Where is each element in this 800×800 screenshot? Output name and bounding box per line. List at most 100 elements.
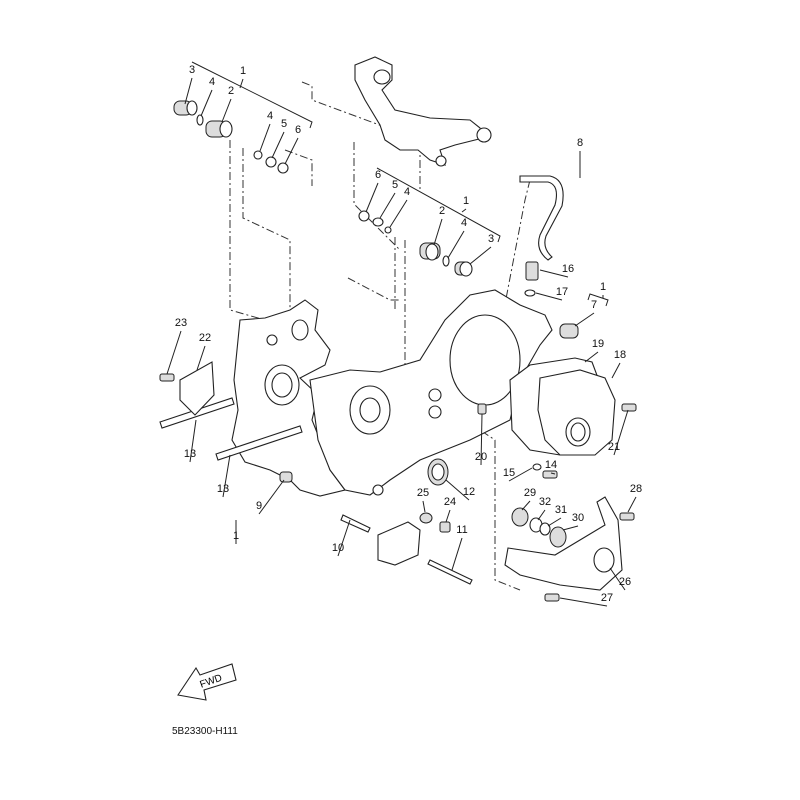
- engine-bracket: [354, 56, 492, 167]
- callout-leader: [539, 269, 569, 278]
- pump-and-bolts: [340, 512, 473, 585]
- callout-6: 6: [375, 169, 381, 181]
- drawing-code: 5B23300-H111: [172, 726, 238, 737]
- callout-13: 13: [217, 483, 229, 495]
- fwd-arrow-icon: FWD: [177, 663, 237, 701]
- callout-4: 4: [209, 76, 215, 88]
- callout-4: 4: [461, 217, 467, 229]
- bolt-14-washer-15: [532, 463, 558, 479]
- callout-leader: [559, 597, 608, 607]
- callout-18: 18: [614, 349, 626, 361]
- callout-1: 1: [600, 281, 606, 293]
- callout-leader: [609, 567, 626, 591]
- callout-leader: [562, 525, 579, 531]
- callout-leader: [184, 77, 193, 105]
- callout-21: 21: [608, 441, 620, 453]
- oil-seal: [427, 458, 449, 486]
- callout-leader: [627, 496, 637, 513]
- callout-13: 13: [184, 448, 196, 460]
- kit-bracket-right: [587, 293, 609, 307]
- callout-leader: [451, 537, 463, 571]
- plug-and-oring: [524, 261, 579, 339]
- callout-3: 3: [488, 233, 494, 245]
- callout-leader: [239, 78, 244, 89]
- callout-leader: [258, 479, 285, 515]
- breather-hose: [519, 175, 564, 261]
- callout-leader: [537, 509, 546, 521]
- callout-29: 29: [524, 487, 536, 499]
- callout-leader: [445, 509, 451, 523]
- callout-5: 5: [281, 118, 287, 130]
- callout-leader: [422, 500, 426, 513]
- callout-28: 28: [630, 483, 642, 495]
- crankcase-right: [309, 289, 553, 496]
- callout-12: 12: [463, 486, 475, 498]
- callout-31: 31: [555, 504, 567, 516]
- callout-leader: [461, 208, 467, 213]
- callout-7: 7: [591, 299, 597, 311]
- callout-8: 8: [577, 137, 583, 149]
- callout-17: 17: [556, 286, 568, 298]
- callout-leader: [284, 137, 299, 165]
- callout-leader: [166, 330, 182, 375]
- callout-2: 2: [228, 85, 234, 97]
- callout-leader: [389, 199, 408, 228]
- callout-11: 11: [456, 524, 467, 536]
- crankcase-left: [231, 299, 346, 497]
- callout-leader: [445, 479, 470, 501]
- callout-leader: [508, 467, 533, 482]
- callout-leader: [337, 519, 351, 557]
- callout-24: 24: [444, 496, 456, 508]
- callout-1: 1: [240, 65, 246, 77]
- cover-plate: [159, 361, 215, 416]
- callout-2: 2: [439, 205, 445, 217]
- callout-leader: [447, 230, 465, 259]
- callout-22: 22: [199, 332, 211, 344]
- callout-4: 4: [267, 110, 273, 122]
- callout-leader: [535, 292, 563, 301]
- callout-3: 3: [189, 64, 195, 76]
- callout-9: 9: [256, 500, 262, 512]
- callout-26: 26: [619, 576, 631, 588]
- callout-leader: [222, 454, 231, 498]
- callout-23: 23: [175, 317, 187, 329]
- crankcase-cover: [509, 357, 637, 456]
- callout-leader: [271, 131, 285, 159]
- callout-14: 14: [545, 459, 557, 471]
- callout-6: 6: [295, 124, 301, 136]
- callout-5: 5: [392, 179, 398, 191]
- callout-leader: [550, 472, 556, 475]
- callout-10: 10: [332, 542, 344, 554]
- callout-30: 30: [572, 512, 584, 524]
- callout-leader: [611, 362, 621, 379]
- callout-leader: [574, 312, 595, 327]
- callout-leader: [521, 500, 531, 511]
- callout-leader: [480, 413, 483, 466]
- swingarm-bracket: [504, 496, 635, 602]
- bushing-parts-middle: [358, 210, 473, 277]
- kit-bracket-left: [191, 61, 313, 129]
- callout-leader: [433, 218, 443, 246]
- kit-bracket-middle: [376, 167, 501, 243]
- callout-leader: [613, 409, 629, 456]
- callout-leader: [379, 192, 396, 219]
- callout-1: 1: [463, 195, 469, 207]
- callout-leader: [221, 98, 232, 123]
- callout-20: 20: [475, 451, 487, 463]
- callout-leader: [365, 182, 379, 213]
- callout-27: 27: [601, 592, 613, 604]
- callout-25: 25: [417, 487, 429, 499]
- dowel-20: [477, 403, 487, 415]
- callout-leader: [189, 419, 197, 463]
- callout-leader: [547, 517, 562, 527]
- callout-leader: [259, 123, 271, 152]
- callout-leader: [469, 246, 492, 265]
- callout-32: 32: [539, 496, 551, 508]
- callout-leader: [584, 351, 599, 363]
- callout-leader: [196, 345, 206, 371]
- callout-19: 19: [592, 338, 604, 350]
- callout-1: 1: [233, 530, 239, 542]
- callout-16: 16: [562, 263, 574, 275]
